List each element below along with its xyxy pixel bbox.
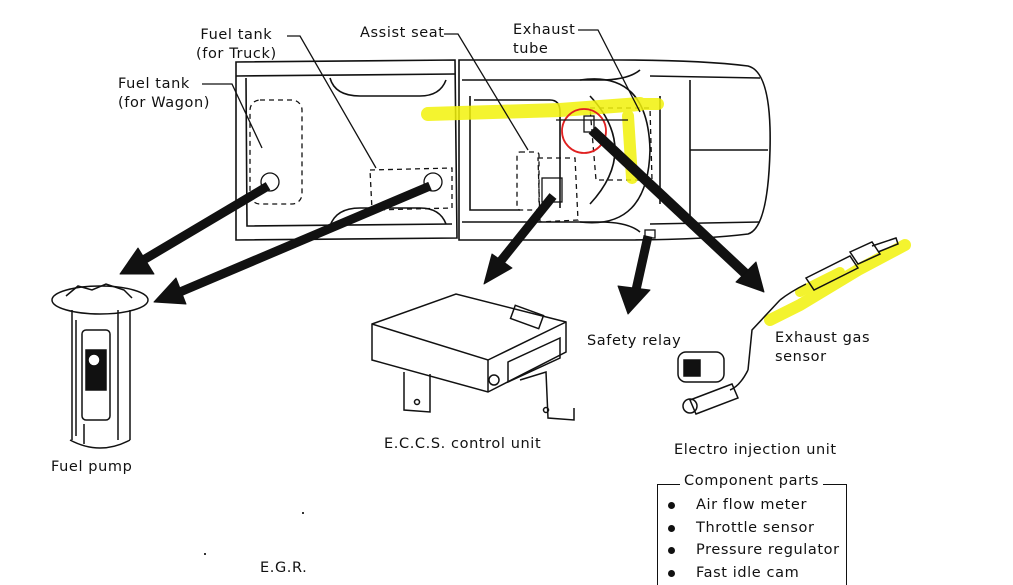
- list-item-label: Fast idle cam: [696, 564, 800, 581]
- label-line: (for Truck): [196, 46, 277, 62]
- label-exhaust-gas-sensor: Exhaust gas sensor: [775, 329, 870, 367]
- exhaust-gas-sensor-illustration: [677, 237, 899, 415]
- bullet-icon: [668, 502, 675, 509]
- list-item-label: Air flow meter: [696, 497, 808, 513]
- label-line: Exhaust gas: [775, 330, 871, 346]
- list-item: Pressure regulator: [666, 539, 840, 562]
- list-item: Air flow meter: [666, 494, 840, 517]
- label-assist-seat: Assist seat: [360, 25, 445, 41]
- label-egr: E.G.R.: [260, 560, 308, 576]
- leader-lines: [202, 29, 641, 169]
- list-item: Throttle sensor: [666, 517, 840, 540]
- red-circle-mark: [561, 108, 607, 154]
- eccs-unit-illustration: [371, 293, 575, 421]
- label-line: tube: [513, 41, 549, 57]
- bullet-icon: [668, 569, 675, 577]
- vehicle-top-view: [235, 59, 771, 241]
- fuel-pump-illustration: [51, 283, 149, 449]
- list-item-label: Throttle sensor: [696, 519, 815, 536]
- bullet-icon: [668, 547, 675, 554]
- internal-components: [249, 99, 656, 239]
- label-fuel-pump: Fuel pump: [51, 459, 133, 475]
- list-item: Fast idle cam: [666, 562, 840, 585]
- fuel-tank-wagon-outline: [249, 99, 303, 205]
- label-line: Fuel tank: [200, 27, 273, 43]
- label-fuel-tank-wagon: Fuel tank (for Wagon): [118, 75, 210, 113]
- label-safety-relay: Safety relay: [587, 333, 682, 349]
- label-fuel-tank-truck: Fuel tank (for Truck): [196, 26, 277, 64]
- label-electro-injection-unit: Electro injection unit: [674, 442, 837, 458]
- component-parts-list: Air flow meter Throttle sensor Pressure …: [666, 494, 840, 584]
- label-line: sensor: [775, 349, 827, 365]
- label-exhaust-tube: Exhaust tube: [513, 21, 575, 59]
- label-line: (for Wagon): [118, 95, 211, 111]
- label-line: Fuel tank: [118, 76, 190, 92]
- pointer-arrows: [119, 126, 765, 315]
- truck-cab: [458, 59, 771, 241]
- truck-bed: [235, 59, 458, 241]
- fuel-tank-truck-outline: [369, 167, 453, 211]
- label-line: Exhaust: [513, 22, 576, 38]
- stray-marks: [204, 512, 304, 555]
- list-item-label: Pressure regulator: [696, 542, 840, 558]
- bullet-icon: [668, 524, 675, 532]
- label-eccs-control-unit: E.C.C.S. control unit: [384, 436, 542, 452]
- component-parts-title: Component parts: [680, 472, 824, 491]
- highlight-marks: [421, 97, 911, 326]
